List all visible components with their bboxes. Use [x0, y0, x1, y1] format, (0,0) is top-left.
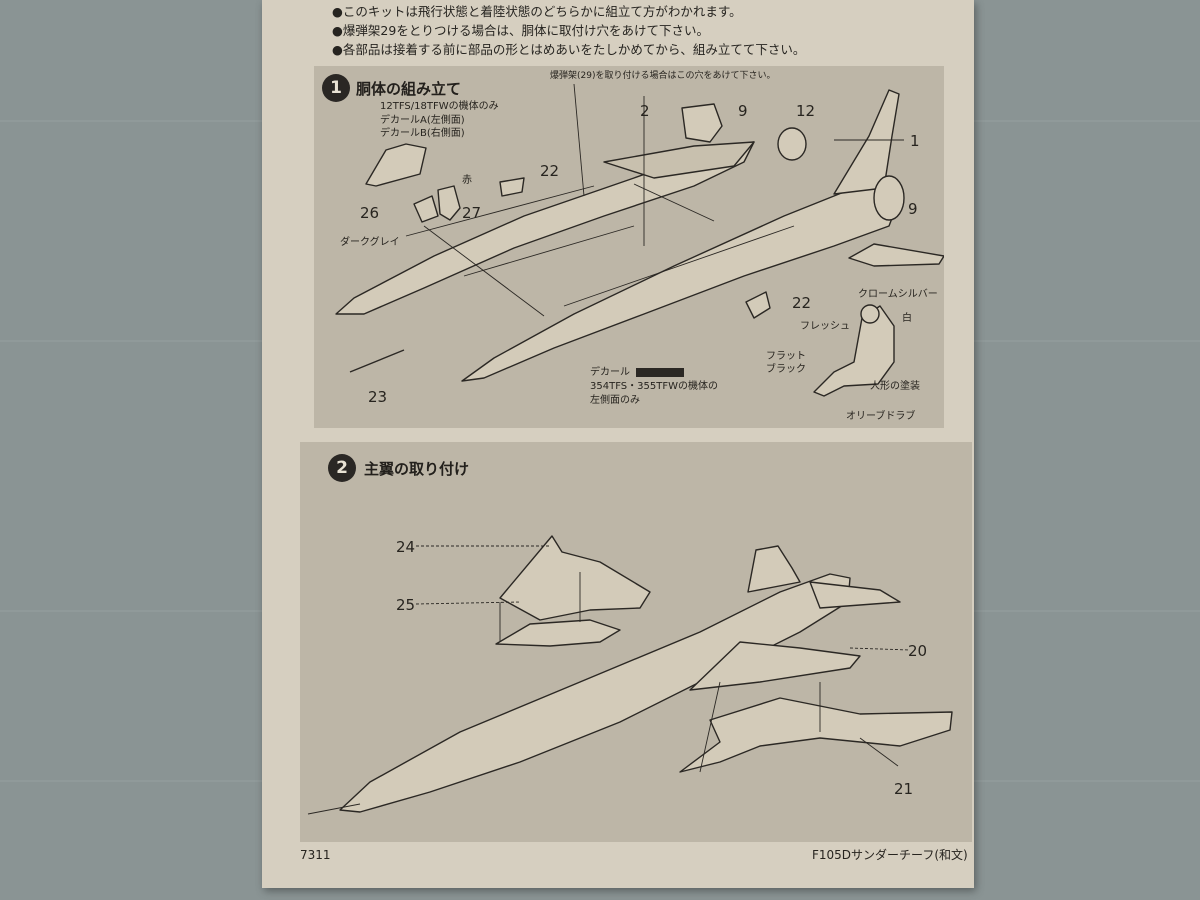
color-flat: フラット [766, 351, 806, 362]
product-name: F105Dサンダーチーフ(和文) [812, 848, 968, 862]
bomb-rack-hole-note: 爆弾架(29)を取り付ける場合はこの穴をあけて下さい。 [550, 71, 776, 81]
decal-label: デカール [590, 367, 630, 378]
sheet-code: 7311 [300, 848, 331, 862]
fuselage-assembly-drawing [335, 83, 944, 397]
figure-paint-label: 人形の塗装 [870, 381, 920, 392]
part-1: 1 [910, 132, 920, 150]
color-olive-drab: オリーブドラブ [846, 411, 916, 422]
step2-title: 主翼の取り付け [364, 460, 470, 478]
assembly-notes: ●このキットは飛行状態と着陸状態のどちらかに組立て方がわかれます。 ●爆弾架29… [332, 2, 952, 59]
decal-354tfs: 354TFS・355TFWの機体の [590, 381, 718, 392]
decal-note-a: デカールA(左側面) [380, 115, 465, 126]
note-flight-landing: ●このキットは飛行状態と着陸状態のどちらかに組立て方がわかれます。 [332, 4, 742, 19]
decal-note-b: デカールB(右側面) [380, 128, 465, 139]
step1-title: 胴体の組み立て [356, 80, 462, 98]
decal-note-12tfs: 12TFS/18TFWの機体のみ [380, 101, 499, 112]
part-21: 21 [894, 780, 914, 798]
part-22-top: 22 [540, 162, 560, 180]
color-dark-gray: ダークグレイ [340, 237, 400, 248]
note-test-fit: ●各部品は接着する前に部品の形とはめあいをたしかめてから、組み立てて下さい。 [332, 42, 806, 57]
decal-left-only: 左側面のみ [590, 395, 640, 406]
part-23: 23 [368, 388, 388, 406]
color-chrome-silver: クロームシルバー [858, 289, 938, 300]
step2-panel: 2 主翼の取り付け 24 25 20 21 [300, 442, 972, 842]
color-white: 白 [902, 313, 912, 324]
instruction-sheet: ●このキットは飛行状態と着陸状態のどちらかに組立て方がわかれます。 ●爆弾架29… [262, 0, 974, 888]
part-26: 26 [360, 204, 380, 222]
part-25: 25 [396, 596, 416, 614]
part-2: 2 [640, 102, 650, 120]
step1-panel: 1 胴体の組み立て 爆弾架(29)を取り付ける場合はこの穴をあけて下さい。 12… [314, 66, 944, 428]
color-flesh: フレッシュ [800, 321, 850, 332]
part-9-stabilizer: 9 [908, 200, 918, 218]
part-9-fin: 9 [738, 102, 748, 120]
part-12: 12 [796, 102, 816, 120]
step2-number: 2 [328, 454, 356, 482]
part-24: 24 [396, 538, 416, 556]
step1-number: 1 [322, 74, 350, 102]
note-bomb-rack: ●爆弾架29をとりつける場合は、胴体に取付け穴をあけて下さい。 [332, 23, 709, 38]
part-22-bottom: 22 [792, 294, 812, 312]
wing-assembly-drawing [307, 535, 953, 815]
color-red: 赤 [462, 175, 472, 186]
color-black: ブラック [766, 364, 806, 375]
part-20: 20 [908, 642, 928, 660]
part-27: 27 [462, 204, 482, 222]
decal-strip [636, 368, 684, 377]
